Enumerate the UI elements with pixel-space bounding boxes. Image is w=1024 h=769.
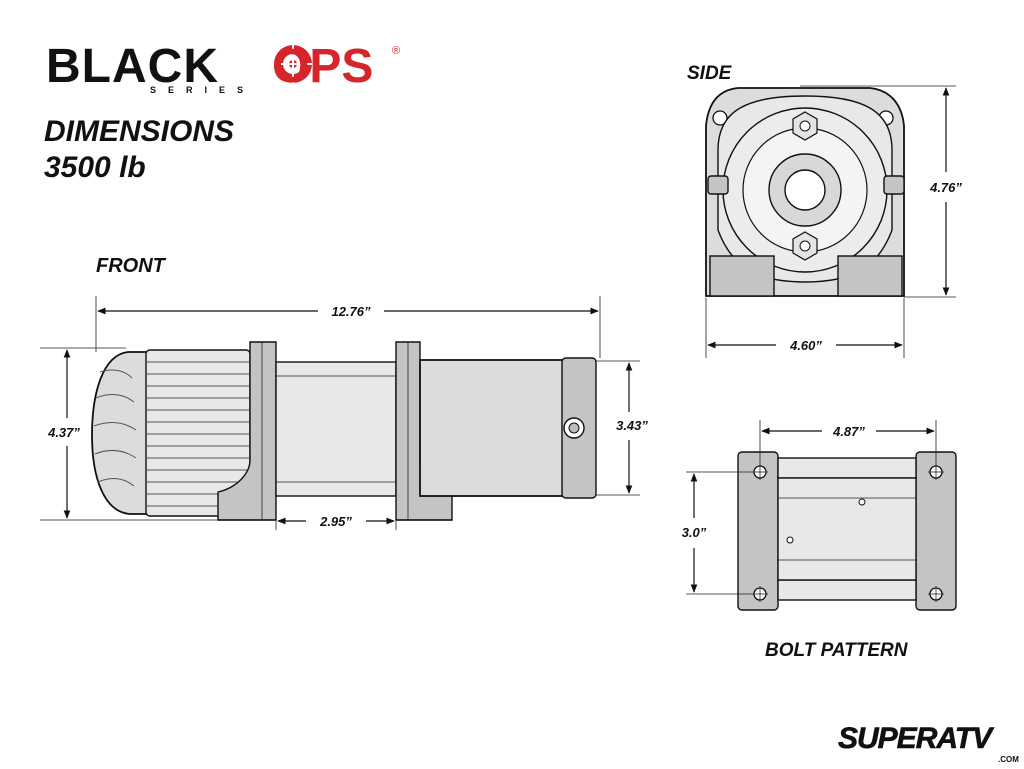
clutch-knob-icon xyxy=(563,417,585,439)
dim-bolt-depth: 3.0” xyxy=(682,525,707,540)
superatv-logo-sub: .COM xyxy=(998,755,1019,764)
front-view-label: FRONT xyxy=(96,255,167,277)
side-hex-bolt-bottom-icon xyxy=(792,231,818,261)
superatv-logo: SUPERATV .COM xyxy=(838,722,1020,764)
side-dimensions: 4.76” 4.60” xyxy=(705,85,962,358)
logo-series-text: SERIES xyxy=(150,85,255,95)
bolt-pattern-drawing xyxy=(737,451,957,611)
logo-registered-mark: ® xyxy=(392,45,400,57)
side-view-label: SIDE xyxy=(687,63,733,84)
side-hex-bolt-top-icon xyxy=(792,111,818,141)
logo-ops-text: OPS xyxy=(272,40,373,93)
dim-front-base-span: 2.95” xyxy=(319,514,352,529)
dim-bolt-width: 4.87” xyxy=(832,424,865,439)
dim-side-width: 4.60” xyxy=(789,338,822,353)
front-dimensions: 12.76” 4.37” 3.43” 2.95” xyxy=(40,296,648,530)
page-title-line2: 3500 lb xyxy=(44,151,146,184)
side-view-drawing xyxy=(705,87,905,297)
bolt-pattern-dimensions: 4.87” 3.0” xyxy=(682,420,937,595)
superatv-logo-text: SUPERATV xyxy=(838,722,995,755)
dim-front-length: 12.76” xyxy=(331,304,371,319)
front-view-drawing xyxy=(91,341,597,521)
dim-side-height: 4.76” xyxy=(929,180,962,195)
logo-crosshair-icon xyxy=(270,41,316,87)
page-title-line1: DIMENSIONS xyxy=(44,115,234,148)
bolt-pattern-label: BOLT PATTERN xyxy=(765,640,909,661)
black-ops-logo: BLACK OPS ® SERIES xyxy=(46,40,400,95)
logo-black-text: BLACK xyxy=(46,40,219,93)
dim-front-drum-height: 3.43” xyxy=(616,418,648,433)
dim-front-height: 4.37” xyxy=(47,425,80,440)
